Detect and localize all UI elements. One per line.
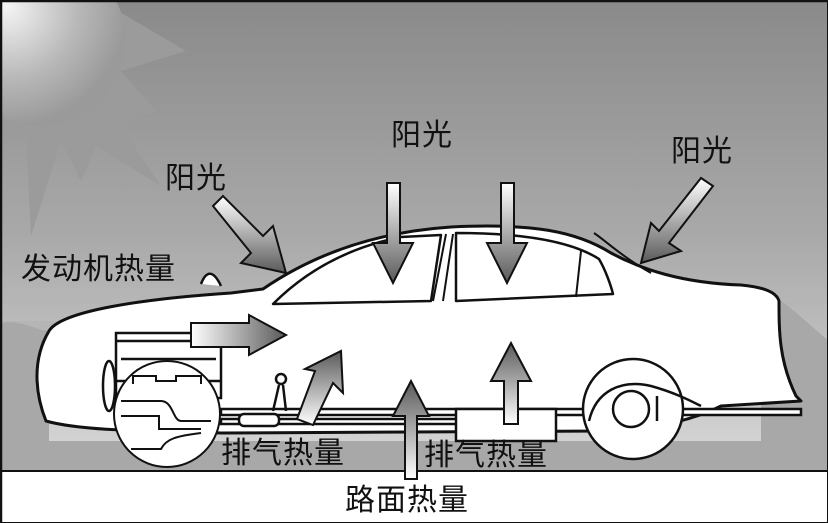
label-exhaust-heat-rear: 排气热量: [424, 438, 548, 473]
sunlight-arrow-roof-rear: [485, 182, 529, 286]
front-wheel: [113, 360, 221, 468]
sunlight-arrow-roof-front: [371, 182, 415, 286]
label-exhaust-heat-front: 排气热量: [221, 436, 345, 471]
label-road-heat: 路面热量: [345, 483, 469, 518]
sun-icon: [1, 1, 186, 236]
label-engine-heat: 发动机热量: [21, 252, 176, 287]
label-sunlight-right: 阳光: [671, 134, 733, 169]
exhaust-heat-arrow-rear: [489, 340, 533, 425]
rear-wheel: [581, 357, 702, 461]
label-sunlight-left: 阳光: [165, 161, 227, 196]
road-heat-arrow: [391, 378, 431, 480]
sunlight-arrow-rear-window: [639, 176, 715, 265]
exhaust-heat-arrow-front: [295, 349, 345, 427]
engine-heat-arrow: [190, 313, 289, 357]
label-sunlight-top: 阳光: [391, 118, 453, 153]
sunlight-arrow-windshield: [211, 194, 288, 275]
